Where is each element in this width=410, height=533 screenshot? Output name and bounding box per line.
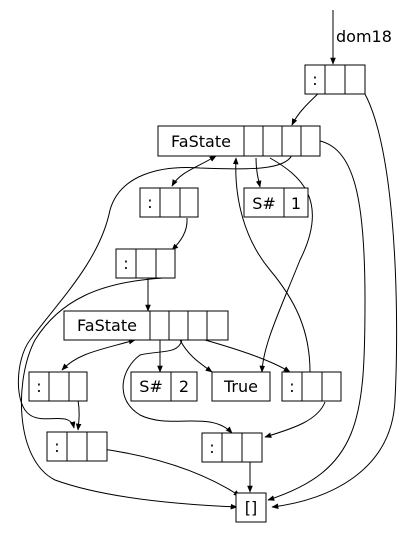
- sharp-node-1: S# 1: [243, 187, 309, 218]
- edge-cons-a1-to-cons-a2: [171, 217, 188, 251]
- root-label: dom18: [336, 27, 392, 46]
- sharp-tag: S#: [139, 377, 163, 396]
- edge-fastate-a-to-true: [259, 157, 313, 373]
- edge-fastate-a-to-nil: [267, 139, 366, 501]
- fastate-tag: FaState: [77, 316, 137, 335]
- edge-fastate-a-to-cons-c1: [17, 154, 293, 429]
- edges: [17, 10, 398, 510]
- edge-cons-b2-to-fastate-a: [232, 157, 311, 373]
- nil-tag: []: [245, 498, 257, 517]
- edge-fastate-a-to-sharp1: [255, 157, 262, 188]
- nil-node: []: [235, 492, 267, 523]
- fastate-node-a: FaState: [157, 125, 321, 157]
- cons-tag: :: [36, 377, 41, 396]
- fastate-tag: FaState: [171, 132, 231, 151]
- sharp-value: 1: [291, 194, 301, 213]
- cons-node-a2: :: [115, 248, 176, 279]
- sharp-tag: S#: [252, 194, 276, 213]
- cons-node-b1: :: [28, 371, 88, 402]
- fastate-node-b: FaState: [63, 310, 229, 341]
- edge-cons-b2-to-cons-c2: [264, 401, 326, 438]
- edge-cons-b1-to-cons-c1: [75, 399, 82, 431]
- edge-fastate-b-to-true: [179, 339, 213, 373]
- cons-tag: :: [289, 377, 294, 396]
- sharp-value: 2: [179, 377, 189, 396]
- cons-node-c1: :: [46, 431, 108, 462]
- cons-tag: :: [312, 70, 317, 89]
- edge-fastate-b-to-cons-b2: [204, 339, 291, 373]
- cons-tag: :: [209, 438, 214, 457]
- cons-tag: :: [147, 193, 152, 212]
- cons-tag: :: [123, 254, 128, 273]
- sharp-node-2: S# 2: [130, 371, 198, 402]
- cons-node-c2: :: [201, 432, 263, 463]
- edge-top-to-nil: [271, 79, 398, 510]
- cons-node-b2: :: [281, 371, 342, 402]
- true-tag: True: [223, 377, 258, 396]
- cons-node-top: :: [304, 64, 366, 95]
- edge-fastate-a-to-cons-a1: [171, 155, 217, 187]
- edge-cons-a2-to-nil: [20, 277, 238, 510]
- edge-fastate-b-to-cons-b1: [61, 339, 136, 371]
- edge-cons-c1-to-nil: [94, 447, 241, 497]
- cons-node-a1: :: [139, 187, 199, 218]
- cons-tag: :: [54, 437, 59, 456]
- true-node: True: [211, 371, 271, 402]
- edge-fastate-b-to-cons-c2: [122, 339, 233, 434]
